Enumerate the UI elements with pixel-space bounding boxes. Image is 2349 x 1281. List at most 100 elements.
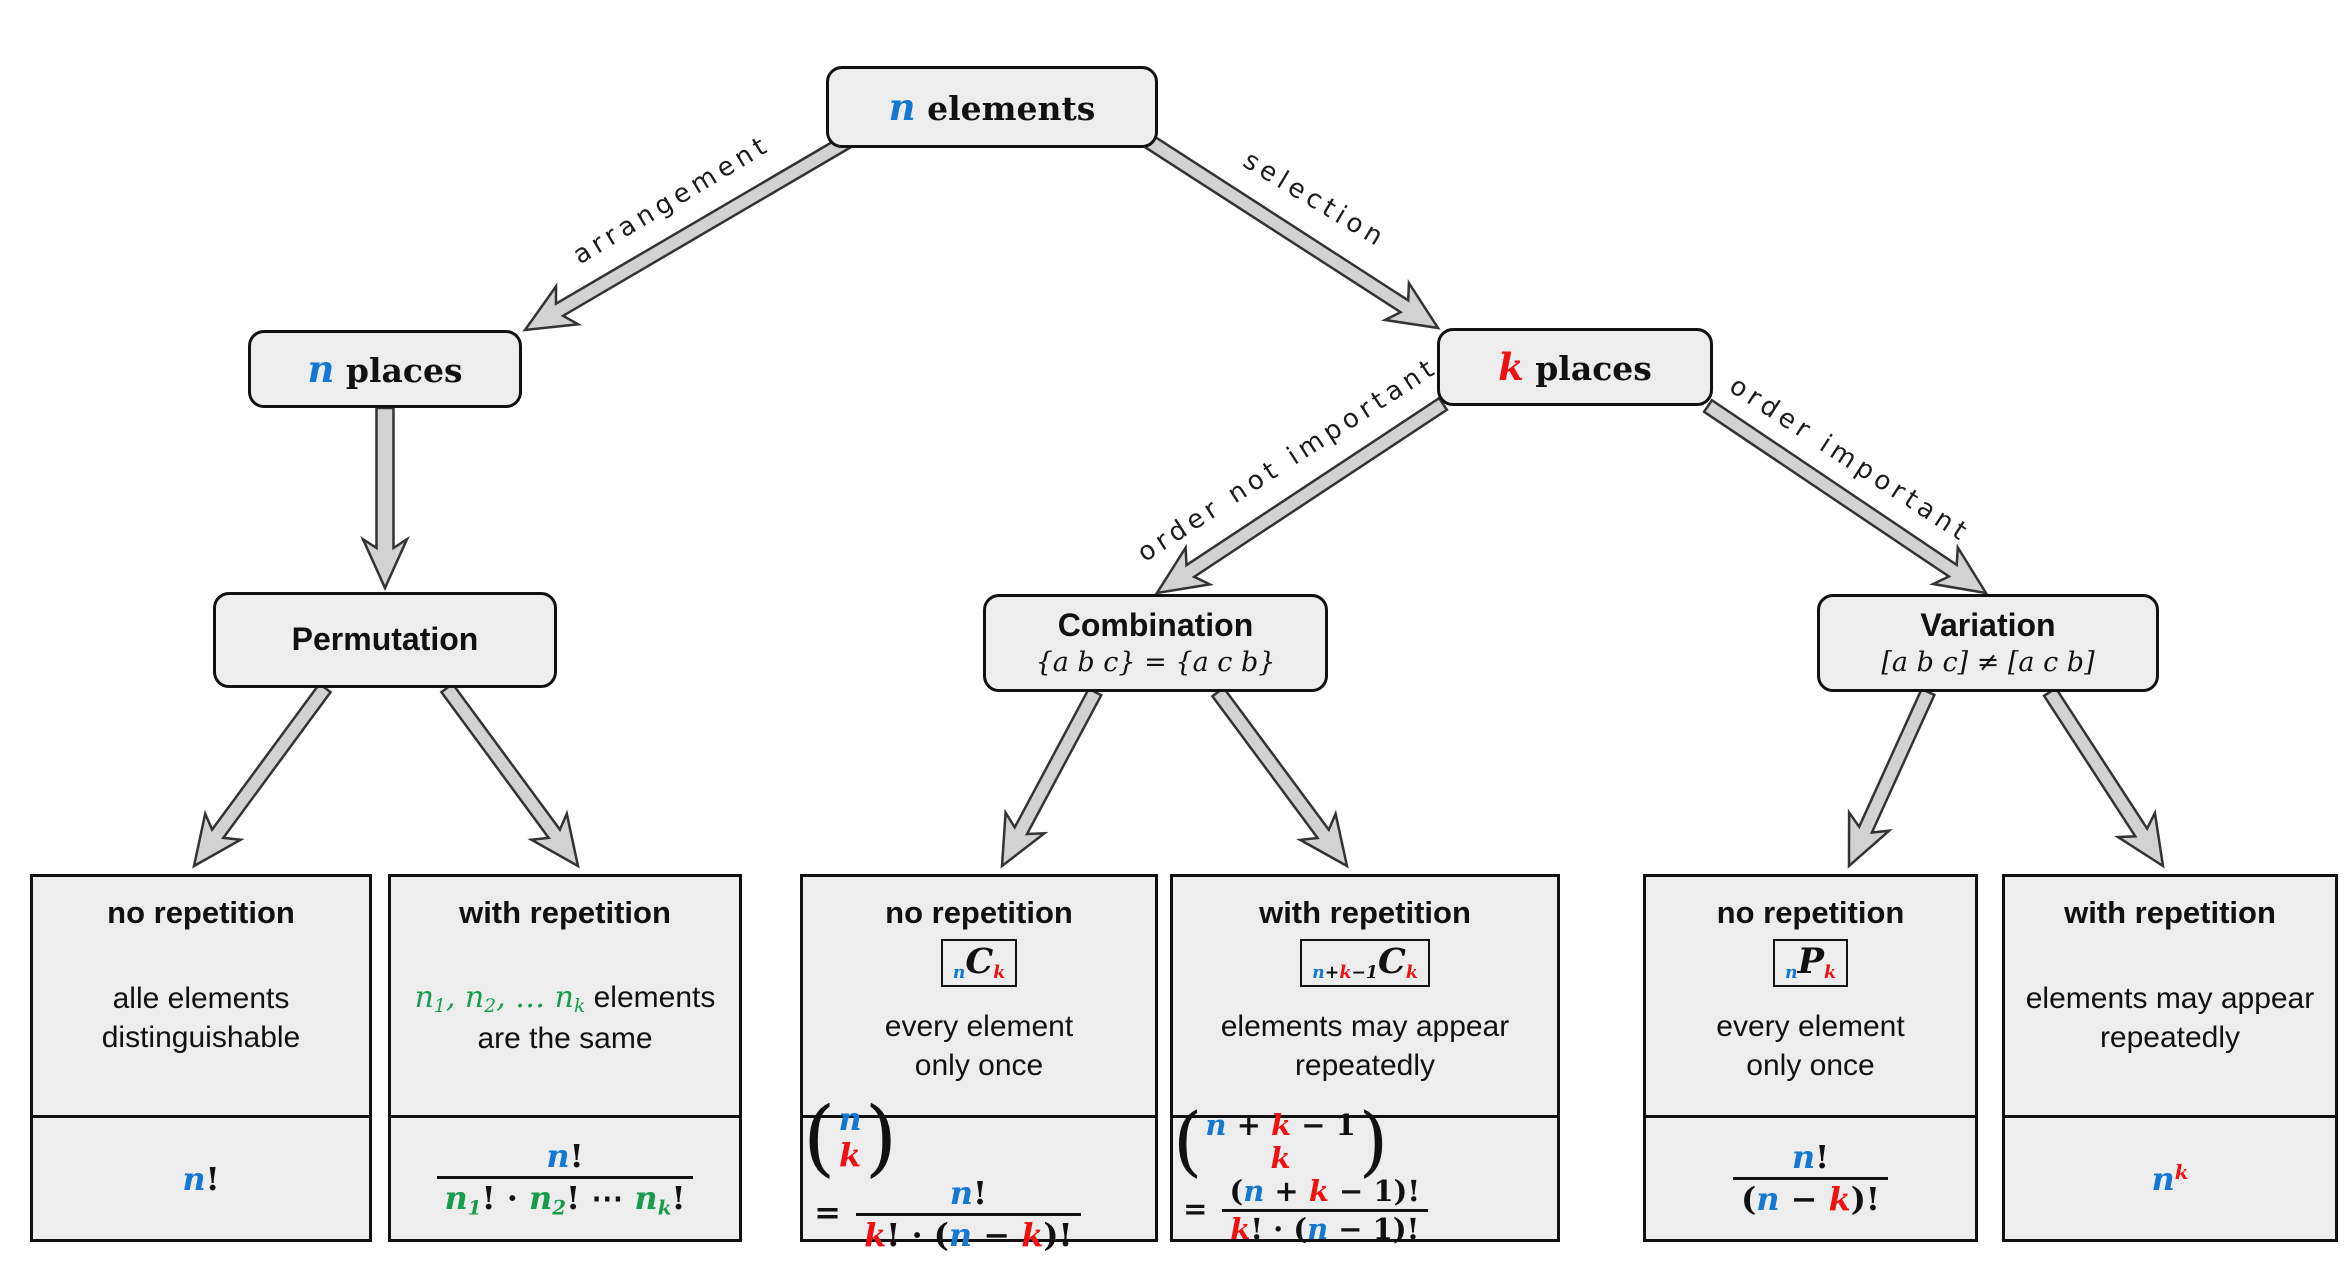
card-top: no repetition nCk every element only once: [803, 877, 1155, 1115]
card-title: with repetition: [1259, 895, 1471, 930]
math-token: only once: [914, 1048, 1044, 1082]
math-token: ! ⋯: [566, 1178, 635, 1217]
math-token: every element: [884, 1009, 1074, 1043]
node-n-places: n places: [248, 330, 522, 408]
node-n-elements-label: n elements: [889, 85, 1096, 129]
math-token: n!k! · (n − k)!: [856, 1174, 1081, 1255]
math-token: k: [1021, 1215, 1044, 1254]
card-title: no repetition: [885, 895, 1073, 930]
math-token: every element: [1716, 1009, 1905, 1043]
math-token: n: [1791, 1138, 1816, 1177]
math-token: k: [1271, 1108, 1292, 1143]
edge-combination-left: [1000, 687, 1103, 869]
math-token: repeatedly: [2099, 1021, 2241, 1054]
edge-order-important: [1702, 398, 1989, 595]
math-token: k: [1498, 345, 1524, 389]
math-token: k: [1230, 1212, 1251, 1247]
math-token: C: [1377, 941, 1406, 982]
card-description-line: elements may appear: [2026, 979, 2315, 1018]
math-token: −1: [1351, 962, 1378, 983]
edge-variation-right: [2042, 686, 2165, 869]
math-token: k: [864, 1215, 887, 1254]
math-token: ! ·: [481, 1178, 530, 1217]
math-token: k: [1405, 962, 1418, 983]
card-title: no repetition: [1716, 895, 1905, 930]
card-formula: n!(n − k)!: [1646, 1115, 1975, 1239]
math-token: !: [569, 1136, 584, 1175]
math-token: 1: [433, 996, 446, 1018]
math-token: elements may appear: [1220, 1009, 1510, 1043]
math-token: k: [574, 996, 586, 1018]
math-token: (: [1741, 1180, 1757, 1218]
math-token: +: [1226, 1108, 1272, 1143]
card-description-line: elements may appear: [1221, 1007, 1510, 1046]
math-token: !: [1815, 1138, 1830, 1177]
math-token: distinguishable: [101, 1021, 301, 1054]
math-token: ,: [445, 979, 465, 1015]
card-symbol-badge: nCk: [940, 939, 1018, 987]
math-token: (: [1229, 1174, 1244, 1209]
math-token: only once: [1746, 1048, 1875, 1082]
math-token: − 1)!: [1328, 1212, 1420, 1247]
node-variation-title: Variation: [1920, 607, 2056, 644]
node-variation-subtitle: [a b c] ≠ [a c b]: [1881, 646, 2095, 678]
card-top: no repetition nPk every element only once: [1646, 877, 1975, 1115]
node-permutation: Permutation: [213, 592, 557, 688]
node-combination-subtitle: {a b c} = {a c b}: [1035, 646, 1276, 678]
card-description: alle elements distinguishable: [102, 979, 300, 1067]
card-description-line: repeatedly: [1221, 1046, 1510, 1085]
math-token: elements: [915, 89, 1096, 128]
math-token: n: [182, 1159, 206, 1198]
math-token: n: [952, 962, 966, 983]
math-token: (n + k − 1)!k! · (n − 1)!: [1221, 1174, 1429, 1248]
math-token: 2: [484, 996, 497, 1018]
card-title: with repetition: [459, 895, 671, 930]
node-n-places-label: n places: [307, 347, 462, 391]
math-token: places: [334, 351, 463, 390]
math-token: =: [1173, 1191, 1218, 1226]
math-token: +: [1324, 962, 1340, 983]
node-permutation-title: Permutation: [291, 621, 479, 658]
card-variation-no-repetition: no repetition nPk every element only once n!…: [1643, 874, 1978, 1242]
card-formula: n!n1! · n2! ⋯ nk!: [391, 1115, 739, 1239]
math-token: k: [1308, 1174, 1329, 1209]
card-description-line: alle elements: [102, 979, 300, 1018]
math-token: n: [1243, 1174, 1265, 1209]
math-token: ! · (: [886, 1215, 949, 1254]
math-token: n: [948, 1215, 973, 1254]
card-symbol-badge: nPk: [1773, 939, 1848, 987]
edge-n-places-to-permutation: [360, 406, 410, 592]
formula-expression: n!: [182, 1160, 219, 1198]
math-token: n: [634, 1178, 658, 1217]
math-token: n: [464, 979, 485, 1015]
edge-combination-right: [1210, 686, 1349, 869]
card-description-line: only once: [1716, 1046, 1904, 1085]
edge-permutation-left: [192, 682, 333, 869]
math-token: !: [671, 1178, 686, 1217]
math-token: places: [1523, 349, 1652, 388]
edge-selection: [1144, 134, 1441, 330]
math-token: P: [1797, 941, 1824, 982]
math-token: alle elements: [112, 982, 290, 1015]
math-token: − 1: [1291, 1108, 1356, 1143]
math-token: n: [444, 1178, 468, 1217]
math-token: −: [972, 1215, 1022, 1254]
math-token: repeatedly: [1294, 1048, 1436, 1082]
formula-expression: n!(n − k)!: [1729, 1138, 1892, 1219]
math-token: n!(n − k)!: [1733, 1138, 1888, 1219]
node-k-places: k places: [1437, 328, 1713, 406]
math-token: n: [888, 85, 916, 129]
